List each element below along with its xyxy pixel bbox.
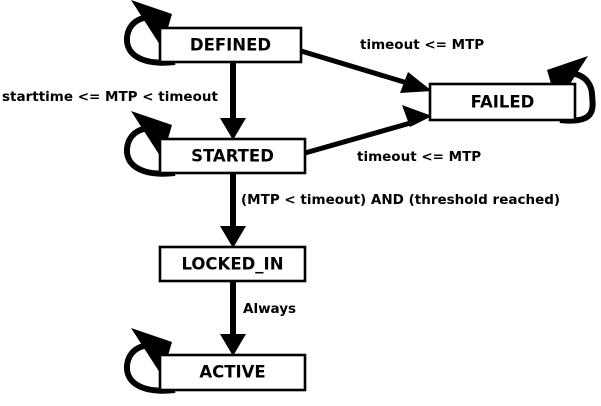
state-node-locked-in[interactable]: LOCKED_IN: [158, 245, 307, 283]
transition-started-to-failed: [304, 105, 432, 156]
transition-defined-to-failed: [300, 48, 432, 93]
transition-locked-in-to-active: [220, 281, 246, 356]
edge-label-started-to-locked-in: (MTP < timeout) AND (threshold reached): [241, 192, 560, 208]
transition-started-to-failed-arrowhead: [402, 105, 432, 127]
edge-label-defined-to-failed: timeout <= MTP: [360, 37, 484, 53]
transition-defined-to-started: [220, 62, 246, 140]
edge-label-defined-to-started: starttime <= MTP < timeout: [2, 89, 218, 105]
state-node-active[interactable]: ACTIVE: [158, 353, 307, 392]
state-node-started[interactable]: STARTED: [158, 137, 307, 175]
state-label-locked-in: LOCKED_IN: [181, 255, 283, 274]
transition-started-to-locked-in: [220, 173, 246, 248]
transition-defined-to-started-arrowhead: [220, 118, 246, 140]
transition-locked-in-to-active-arrowhead: [220, 334, 246, 356]
state-box-started[interactable]: [158, 137, 307, 175]
state-label-active: ACTIVE: [199, 363, 265, 382]
edge-label-locked-in-to-active: Always: [243, 301, 296, 317]
state-label-started: STARTED: [191, 147, 274, 166]
state-box-failed[interactable]: [428, 82, 577, 122]
state-box-defined[interactable]: [158, 26, 303, 64]
state-label-defined: DEFINED: [190, 36, 271, 55]
state-label-failed: FAILED: [471, 93, 535, 112]
transition-defined-to-failed-arrowhead: [400, 72, 432, 93]
state-node-defined[interactable]: DEFINED: [158, 26, 303, 64]
state-box-locked-in[interactable]: [158, 245, 307, 283]
edge-label-started-to-failed: timeout <= MTP: [357, 149, 481, 165]
state-box-active[interactable]: [158, 353, 307, 392]
state-node-failed[interactable]: FAILED: [428, 82, 577, 122]
transition-started-to-locked-in-arrowhead: [220, 226, 246, 248]
